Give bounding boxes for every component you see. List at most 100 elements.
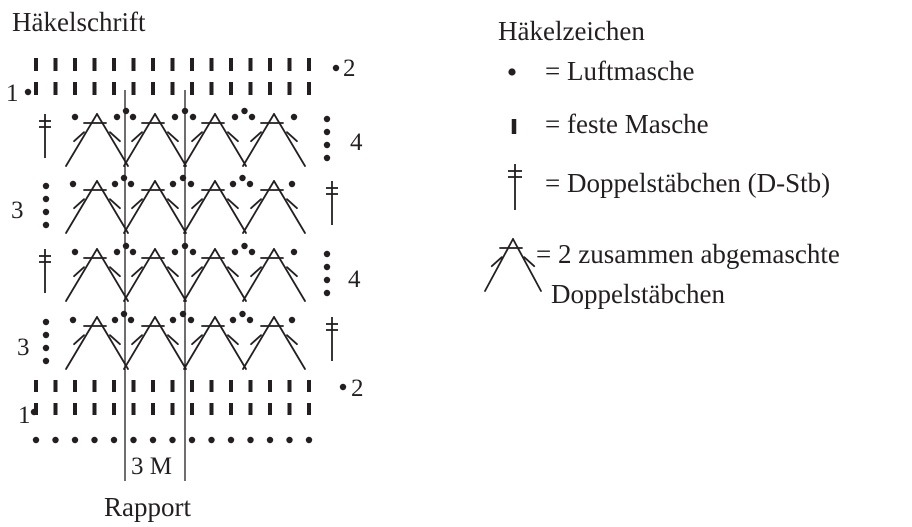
cluster-leg-left	[484, 238, 514, 292]
cluster-tick	[131, 131, 143, 143]
two-double-treble-together	[484, 238, 542, 292]
legend-title: Häkelzeichen	[498, 16, 645, 46]
chain-stitch-dot	[231, 113, 239, 121]
cluster-leg-left	[123, 113, 156, 167]
repeat-label: Rapport	[104, 492, 191, 522]
cluster-tick	[109, 131, 121, 143]
two-double-treble-together	[65, 316, 129, 370]
legend-item-double-treble: = Doppelstäbchen (D-Stb)	[545, 168, 830, 198]
cluster-tick	[191, 198, 203, 210]
cluster-leg-left	[242, 316, 275, 370]
chain-stitch-dot	[127, 180, 135, 188]
cluster-leg-left	[65, 248, 98, 302]
chain-stitch-dot	[42, 344, 50, 352]
cluster-leg-right	[154, 113, 187, 167]
chain-stitch-dot	[179, 310, 187, 318]
two-double-treble-together	[123, 248, 187, 302]
repeat-marker	[124, 90, 186, 481]
two-double-treble-together	[123, 180, 187, 234]
chain-stitch-dot	[42, 182, 50, 190]
chain-stitch-dot	[332, 64, 340, 72]
chain-stitch-dot	[323, 154, 331, 162]
chain-stitch-dot	[181, 107, 189, 115]
cluster-leg-right	[273, 316, 306, 370]
two-double-treble-together	[65, 248, 129, 302]
chain-stitch-dot	[288, 180, 296, 188]
two-double-treble-together	[242, 113, 306, 167]
two-double-treble-together	[242, 248, 306, 302]
chain-stitch-dot	[42, 318, 50, 326]
cluster-tick	[109, 266, 121, 278]
chain-stitch-dot	[129, 248, 137, 256]
chain-stitch-dot	[247, 436, 254, 444]
two-double-treble-together	[183, 248, 247, 302]
legend-symbols	[484, 68, 542, 292]
cluster-tick	[191, 131, 203, 143]
chain-stitch-dot	[171, 113, 179, 121]
repeat-width-label: 3 M	[131, 453, 172, 480]
chain-stitch-dot	[266, 436, 274, 444]
cluster-tick	[73, 131, 85, 143]
row-number-3-lower: 3	[17, 334, 30, 361]
chain-stitch-dot	[122, 242, 130, 250]
cluster-leg-left	[123, 248, 156, 302]
cluster-tick	[286, 131, 298, 143]
chain-stitch-dot	[171, 248, 179, 256]
chain-stitch-dot	[323, 289, 331, 297]
chain-stitch-dot	[239, 310, 246, 318]
chain-stitch-dot	[290, 113, 298, 121]
cluster-leg-right	[273, 180, 306, 234]
cluster-leg-left	[242, 248, 275, 302]
cluster-tick	[286, 266, 298, 278]
cluster-tick	[191, 266, 203, 278]
cluster-tick	[131, 266, 143, 278]
cluster-tick	[227, 131, 239, 143]
chain-stitch-dot	[69, 180, 77, 188]
cluster-leg-right	[214, 113, 247, 167]
cluster-leg-right	[96, 316, 129, 370]
cluster-tick	[131, 334, 143, 346]
chain-stitch-dot	[32, 436, 40, 444]
chain-stitch-dot	[42, 208, 50, 216]
cluster-leg-left	[242, 180, 275, 234]
chain-stitch-dot	[288, 316, 296, 324]
chain-stitch-dot	[323, 141, 331, 149]
chain-stitch-dot	[231, 248, 239, 256]
chain-stitch-dot	[508, 68, 516, 76]
chain-stitch-dot	[323, 276, 331, 284]
chain-stitch-dot	[239, 174, 246, 182]
double-treble-crochet	[39, 249, 51, 293]
cluster-leg-right	[154, 180, 187, 234]
chain-stitch-dot	[246, 180, 254, 188]
double-treble-crochet	[508, 164, 522, 210]
chain-stitch-dot	[187, 180, 195, 188]
chain-stitch-dot	[149, 436, 157, 444]
chain-stitch-dot	[290, 248, 298, 256]
two-double-treble-together	[65, 113, 129, 167]
cluster-tick	[191, 334, 203, 346]
cluster-tick	[167, 198, 179, 210]
chain-stitch-dot	[71, 248, 79, 256]
row-number-1-top: 1	[6, 80, 19, 107]
chain-stitch-dot	[181, 242, 189, 250]
cluster-tick	[73, 334, 85, 346]
chain-stitch-dot	[241, 242, 248, 250]
cluster-tick	[227, 198, 239, 210]
cluster-tick	[131, 198, 143, 210]
chain-stitch-dot	[111, 316, 119, 324]
chain-stitch-dot	[188, 436, 196, 444]
chain-stitch-dot	[71, 113, 79, 121]
double-treble-crochet	[326, 317, 338, 361]
cluster-tick	[250, 334, 262, 346]
cluster-leg-left	[123, 180, 156, 234]
cluster-tick	[523, 256, 536, 268]
cluster-leg-right	[273, 248, 306, 302]
cluster-leg-left	[123, 316, 156, 370]
cluster-leg-right	[214, 316, 247, 370]
two-double-treble-together	[65, 180, 129, 234]
chain-stitch-dot	[30, 408, 38, 416]
chain-stitch-dot	[339, 383, 347, 391]
row-number-3-upper: 3	[11, 197, 24, 224]
chain-stitch-dot	[248, 113, 256, 121]
